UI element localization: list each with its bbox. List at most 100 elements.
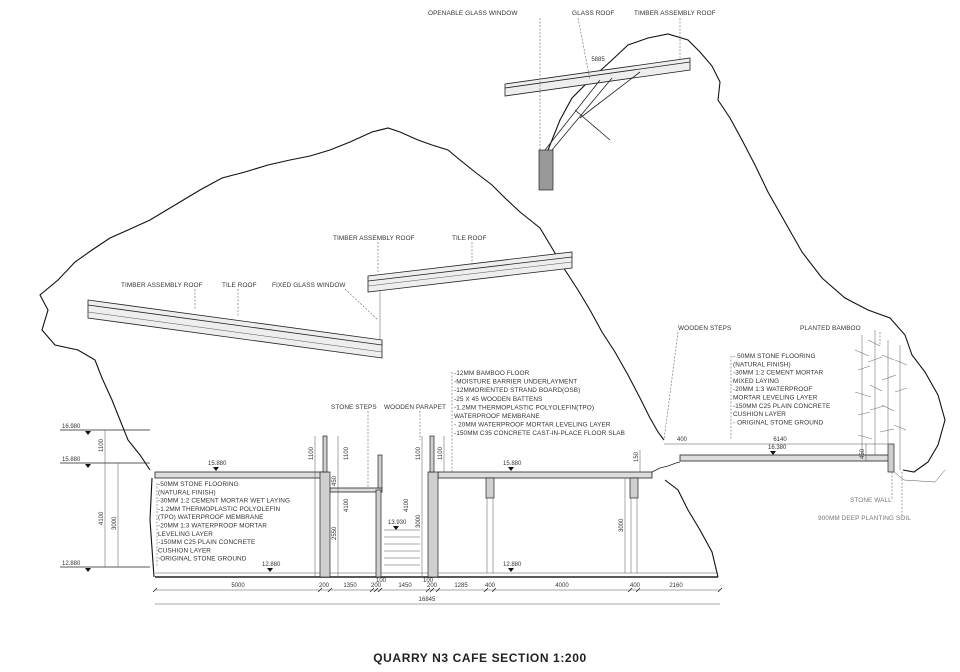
note-line: - 20MM WATERPROOF MORTAR LEVELING LAYER xyxy=(454,422,611,429)
wall-2 xyxy=(375,489,382,578)
label-stone-steps: STONE STEPS xyxy=(331,404,377,411)
label-wooden-parapet: WOODEN PARAPET xyxy=(384,404,446,411)
note-line: -ORIGINAL STONE GROUND xyxy=(158,556,247,563)
note-line: (TPO) WATERPROOF MEMBRANE xyxy=(158,514,263,521)
dim-segment: 1350 xyxy=(343,583,357,589)
dim-w4-1100: 1100 xyxy=(438,446,444,460)
wall-1 xyxy=(319,471,331,578)
dim-segment: 400 xyxy=(630,583,641,589)
dim-roof-span: 5885 xyxy=(591,57,605,63)
note-line: LEVELING LAYER xyxy=(158,531,213,538)
dim-tick xyxy=(369,587,375,593)
dim-tick xyxy=(429,587,435,593)
rock-below-right xyxy=(664,479,719,578)
middle-roof xyxy=(367,251,573,293)
wall-3 xyxy=(427,471,439,578)
label-stone-wall: STONE WALL xyxy=(850,497,892,504)
note-line: CUSHION LAYER xyxy=(733,411,786,418)
vertical-dimension-lines xyxy=(104,430,867,577)
dim-segment: 1285 xyxy=(454,583,468,589)
dim-left-3000: 3000 xyxy=(112,516,118,530)
dim-w1-450: 450 xyxy=(332,475,338,486)
dim-tick xyxy=(627,587,633,593)
dim-tick xyxy=(425,587,431,593)
dim-segment: 200 xyxy=(371,583,382,589)
dim-column-3000: 3000 xyxy=(619,518,625,532)
dim-step-150: 150 xyxy=(634,451,640,462)
note-line: MORTAR LEVELING LAYER xyxy=(733,395,818,402)
notes-terrace: - 50MM STONE FLOORING (NATURAL FINISH) -3… xyxy=(733,353,830,426)
note-line: -20MM 1:3 WATERPROOF MORTAR xyxy=(158,523,267,530)
note-line: -50MM STONE FLOORING xyxy=(158,481,239,488)
bamboo-planting xyxy=(854,330,908,470)
dim-terrace-450: 450 xyxy=(860,448,866,459)
dim-segment: 100 xyxy=(423,578,434,584)
dim-segment: 200 xyxy=(319,583,330,589)
label-openable-glass-window: OPENABLE GLASS WINDOW xyxy=(428,10,518,17)
label-tile-roof-middle: TILE ROOF xyxy=(452,235,487,242)
dim-tick xyxy=(635,587,641,593)
note-line: - 50MM STONE FLOORING xyxy=(733,353,816,360)
dim-tick xyxy=(317,587,323,593)
dim-segment: 100 xyxy=(376,578,387,584)
note-line: -12MMORIENTED STRAND BOARD(OSB) xyxy=(454,387,580,394)
dim-segment: 200 xyxy=(427,583,438,589)
dim-tick xyxy=(373,587,379,593)
column-1 xyxy=(485,477,495,499)
note-line: -150MM C25 PLAIN CONCRETE xyxy=(158,539,255,546)
column-2 xyxy=(629,477,639,499)
note-line: (NATURAL FINISH) xyxy=(733,361,791,368)
dim-segment: 5000 xyxy=(231,583,245,589)
dim-left-4100: 4100 xyxy=(99,511,105,525)
dim-w1-2550: 2550 xyxy=(332,526,338,540)
dim-tick xyxy=(377,587,383,593)
level-ground-middle: 12.880 xyxy=(503,562,522,568)
dim-left-1100: 1100 xyxy=(99,438,105,452)
label-timber-roof-top: TIMBER ASSEMBLY ROOF xyxy=(634,10,716,17)
note-line: -12MM BAMBOO FLOOR xyxy=(454,370,530,377)
rock-outline-left xyxy=(39,127,665,471)
dim-tick xyxy=(491,587,497,593)
notes-left-floor: -50MM STONE FLOORING (NATURAL FINISH) -30… xyxy=(158,481,290,563)
note-line: WATERPROOF MEMBRANE xyxy=(454,413,540,420)
left-roof xyxy=(87,299,383,359)
label-wooden-steps: WOODEN STEPS xyxy=(678,325,731,332)
label-fixed-glass-window: FIXED GLASS WINDOW xyxy=(272,282,346,289)
note-line: -150MM C35 CONCRETE CAST-IN-PLACE FLOOR … xyxy=(454,430,625,437)
dim-tick xyxy=(435,587,441,593)
dim-total: 16845 xyxy=(419,597,436,603)
rock-below-left xyxy=(149,477,155,578)
label-timber-roof-middle: TIMBER ASSEMBLY ROOF xyxy=(333,235,415,242)
note-line: -20MM 1:3 WATERPROOF xyxy=(733,386,812,393)
level-15880: 15.880 xyxy=(62,457,81,463)
dim-w2-4100: 4100 xyxy=(344,498,350,512)
dim-terrace-400: 400 xyxy=(677,437,688,443)
label-tile-roof-left: TILE ROOF xyxy=(222,282,257,289)
note-line: (NATURAL FINISH) xyxy=(158,489,216,496)
note-line: -1.2MM THERMOPLASTIC POLYOLEFIN xyxy=(158,506,280,513)
notes-middle-floor: -12MM BAMBOO FLOOR -MOISTURE BARRIER UNDE… xyxy=(454,370,625,437)
floor-slab-left xyxy=(154,471,324,479)
level-16980: 16.980 xyxy=(62,424,81,430)
level-floor-left: 15.880 xyxy=(208,461,227,467)
note-line: MIXED LAYING xyxy=(733,378,779,385)
level-terrace: 16.380 xyxy=(768,445,787,451)
note-line: - ORIGINAL STONE GROUND xyxy=(733,419,824,426)
note-line: -25 X 45 WOODEN BATTENS xyxy=(454,396,542,403)
top-glass-roof xyxy=(504,57,691,191)
dim-tick xyxy=(152,587,158,593)
dim-tick xyxy=(327,587,333,593)
note-line: -30MM 1:2 CEMENT MORTAR xyxy=(733,370,824,377)
label-planting-soil: 900MM DEEP PLANTING SOIL xyxy=(818,515,911,522)
level-floor-middle: 15.880 xyxy=(503,461,522,467)
stone-wall xyxy=(887,443,895,473)
label-planted-bamboo: PLANTED BAMBOO xyxy=(800,325,861,332)
dim-segment: 4000 xyxy=(555,583,569,589)
level-ground-left: 12.880 xyxy=(262,562,281,568)
rock-outline-right xyxy=(547,33,946,473)
note-line: -MOISTURE BARRIER UNDERLAYMENT xyxy=(454,379,577,386)
dim-tick xyxy=(717,587,723,593)
drawing-title: QUARRY N3 CAFE SECTION 1:200 xyxy=(373,651,587,665)
note-line: -30MM 1:2 CEMENT MORTAR WET LAYING xyxy=(158,498,290,505)
